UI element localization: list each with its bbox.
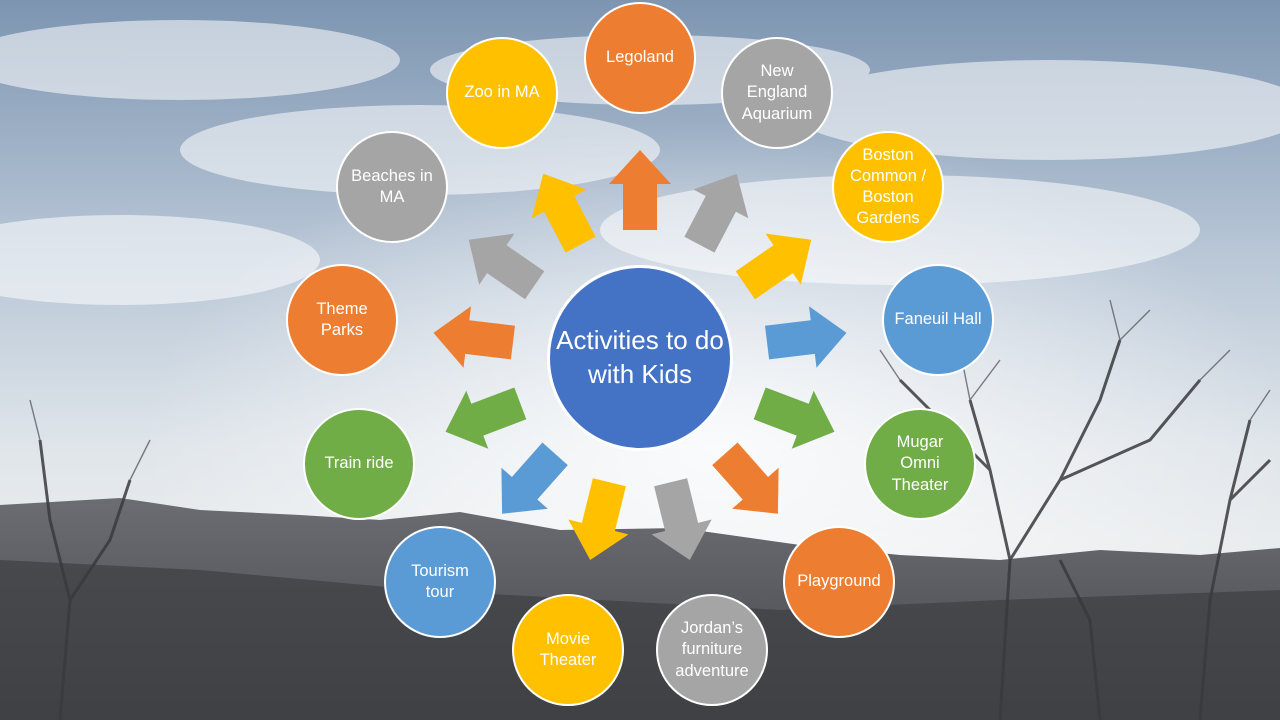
node-tourism-tour: Tourism tour (384, 526, 496, 638)
node-new-england-aquarium: New England Aquarium (721, 37, 833, 149)
arrow-to-item-12 (531, 173, 596, 253)
node-faneuil-hall: Faneuil Hall (882, 264, 994, 376)
node-label: Legoland (606, 48, 674, 67)
node-mugar-omni-theater: Mugar Omni Theater (864, 408, 976, 520)
node-label: Tourism tour (411, 561, 469, 601)
node-label: Train ride (324, 454, 394, 473)
arrow-to-item-7 (568, 478, 629, 560)
arrow-to-item-0 (609, 150, 671, 230)
node-jordans-furniture: Jordan’s furniture adventure (656, 594, 768, 706)
arrow-to-item-1 (684, 173, 749, 253)
node-label: Boston Common / Boston Gardens (849, 145, 927, 228)
node-beaches-in-ma: Beaches in MA (336, 131, 448, 243)
arrow-to-item-10 (433, 306, 515, 368)
arrow-to-item-9 (445, 387, 527, 449)
node-legoland: Legoland (584, 2, 696, 114)
center-label: Activities to do with Kids (556, 325, 724, 389)
center-activities-circle: Activities to do with Kids (547, 265, 733, 451)
node-theme-parks: Theme Parks (286, 264, 398, 376)
node-label: Playground (797, 572, 881, 591)
arrow-to-item-8 (501, 442, 568, 514)
node-label: Theme Parks (316, 299, 368, 339)
node-label: Beaches in MA (351, 166, 433, 206)
arrow-to-item-3 (765, 306, 847, 368)
node-label: Faneuil Hall (894, 310, 982, 329)
node-train-ride: Train ride (303, 408, 415, 520)
node-boston-common: Boston Common / Boston Gardens (832, 131, 944, 243)
arrow-to-item-5 (712, 442, 779, 514)
node-label: Zoo in MA (464, 83, 540, 102)
node-label: Jordan’s furniture adventure (675, 619, 749, 680)
arrow-to-item-4 (753, 387, 835, 449)
node-movie-theater: Movie Theater (512, 594, 624, 706)
node-label: Mugar Omni Theater (891, 433, 949, 494)
node-label: Movie Theater (539, 629, 597, 669)
arrow-to-item-6 (651, 478, 712, 560)
node-zoo-in-ma: Zoo in MA (446, 37, 558, 149)
arrow-to-item-11 (468, 233, 545, 300)
arrow-to-item-2 (735, 233, 812, 300)
node-label: New England Aquarium (741, 62, 813, 123)
node-playground: Playground (783, 526, 895, 638)
